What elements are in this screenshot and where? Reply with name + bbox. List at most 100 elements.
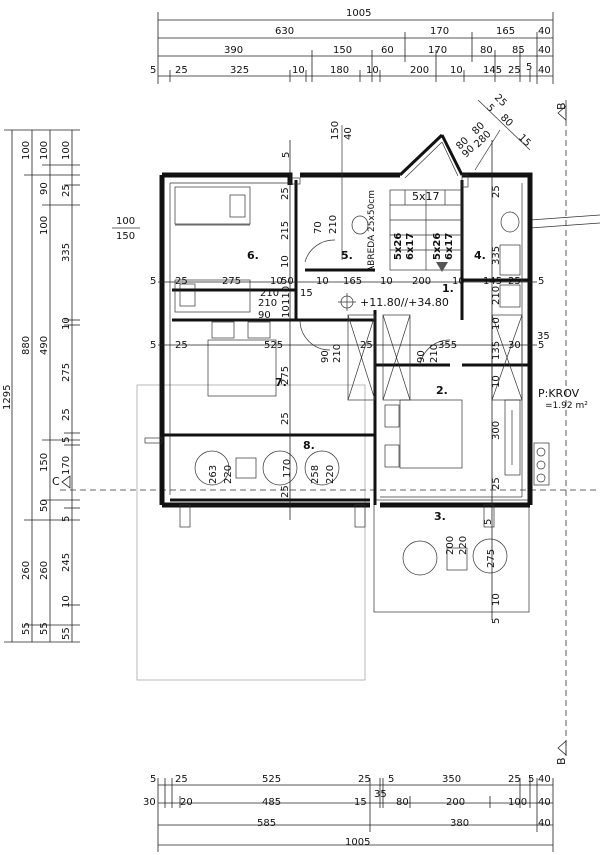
window-label: 100: [116, 216, 135, 227]
dim-label: 5: [150, 774, 156, 785]
dim-label: 5: [484, 102, 496, 114]
dim-label: 165: [496, 26, 515, 37]
dim-label: 5: [281, 152, 292, 158]
elevation-label: +11.80//+34.80: [360, 296, 449, 309]
dim-label: 25: [175, 340, 188, 351]
dim-label: 275: [222, 276, 241, 287]
dim-label: 25: [491, 185, 502, 198]
dim-label: 150: [333, 45, 352, 56]
dim-label: 260: [21, 561, 32, 580]
dim-label: 40: [538, 797, 551, 808]
dim-label: 275: [280, 366, 291, 385]
dim-label: 335: [491, 246, 502, 265]
room-3-label: 3.: [434, 510, 446, 523]
dim-label: 380: [450, 818, 469, 829]
bottom-dimensions: 5 25 525 25 5 350 25 5 40 30 20 485 15 3…: [143, 774, 554, 852]
section-lines: B B C: [52, 100, 600, 765]
dim-label: 80: [498, 112, 515, 129]
bed: [207, 339, 277, 397]
dim-label: 10: [281, 305, 292, 318]
window-label: 150: [116, 231, 135, 242]
dim-label: 35: [537, 331, 550, 342]
dim-label: 170: [61, 456, 72, 475]
dim-label: 5: [61, 437, 72, 443]
dim-label: 355: [438, 340, 457, 351]
room-8-label: 8.: [303, 439, 315, 452]
dim-label: 5: [538, 340, 544, 351]
left-dimensions: 1295 100 880 260 55 100 90 100 490 150 5…: [2, 129, 80, 643]
dim-label: 100: [61, 141, 72, 160]
dim-label: 145: [483, 276, 502, 287]
dim-label: 25: [491, 477, 502, 490]
top-dimensions: 1005 630 170 165 40 390 150 60 170 80 85…: [150, 8, 554, 84]
dim-label: 10: [452, 276, 465, 287]
dim-label: 10: [270, 276, 283, 287]
section-arrow: [61, 475, 71, 489]
dim-label: 50: [281, 276, 294, 287]
dim-label: 5: [150, 65, 156, 76]
dim-label: 10: [280, 255, 291, 268]
dim-label: 300: [491, 421, 502, 440]
dim-label: 10: [380, 276, 393, 287]
dim-label: 90: [258, 310, 271, 321]
stairs-label: 6x17: [405, 233, 416, 260]
dim-label: 60: [381, 45, 394, 56]
dim-label: 30: [508, 340, 521, 351]
dim-label: 40: [538, 45, 551, 56]
dim-label: 220: [223, 465, 234, 484]
dim-label: 5: [528, 774, 534, 785]
room-7-label: 7.: [275, 376, 287, 389]
dim-label: 100: [508, 797, 527, 808]
dim-label: 55: [39, 622, 50, 635]
dim-label: 110: [281, 286, 292, 305]
dim-label: 20: [180, 797, 193, 808]
dim-label: 10: [292, 65, 305, 76]
dim-label: 25: [61, 184, 72, 197]
dim-label: 170: [430, 26, 449, 37]
room-6-label: 6.: [247, 249, 259, 262]
dim-label: 5: [491, 618, 502, 624]
dim-label: 335: [61, 243, 72, 262]
dim-label: 275: [486, 549, 497, 568]
exterior-walls: [159, 172, 533, 508]
dim-label: 210: [491, 286, 502, 305]
dim-label: 25: [508, 65, 521, 76]
dim-label: 25: [280, 412, 291, 425]
room-labels: 6. 5. 1. 4. 7. 2. 8. 3.: [247, 249, 486, 523]
dim-label: 135: [491, 341, 502, 360]
dim-label: 25: [358, 774, 371, 785]
dim-label: 170: [282, 459, 293, 478]
stairs-label: 5x26: [393, 233, 404, 260]
dim-label: 10: [491, 375, 502, 388]
elevation-marker: +11.80//+34.80: [338, 293, 449, 311]
dim-label: 90: [39, 182, 50, 195]
dim-label: 25: [508, 276, 521, 287]
dim-label: 880: [21, 336, 32, 355]
dim-label: 525: [264, 340, 283, 351]
dim-label: 485: [262, 797, 281, 808]
terrace-outlines: [136, 214, 601, 681]
dim-label: 70: [313, 221, 324, 234]
dim-label: 80: [396, 797, 409, 808]
dim-label: 170: [428, 45, 447, 56]
room-4-label: 4.: [474, 249, 486, 262]
room-2-label: 2.: [436, 384, 448, 397]
dim-label: 350: [442, 774, 461, 785]
dim-label: 5: [483, 519, 494, 525]
dim-label: 10: [491, 317, 502, 330]
dim-label: 40: [538, 774, 551, 785]
dim-label: 25: [175, 65, 188, 76]
room-5-label: 5.: [341, 249, 353, 262]
annotation-labels: 5x17 5x26 6x17 5x26 6x17 ABREDA 25x50cm …: [112, 92, 588, 411]
dim-label: 180: [330, 65, 349, 76]
dim-label: 145: [483, 65, 502, 76]
dim-label: 490: [39, 336, 50, 355]
section-b-bottom: B: [555, 757, 568, 765]
dim-label: 210: [429, 344, 440, 363]
bay-window: [398, 133, 464, 179]
dim-label: 10: [491, 593, 502, 606]
dim-label: 275: [61, 363, 72, 382]
dim-label: 30: [143, 797, 156, 808]
dim-label: 25: [508, 774, 521, 785]
